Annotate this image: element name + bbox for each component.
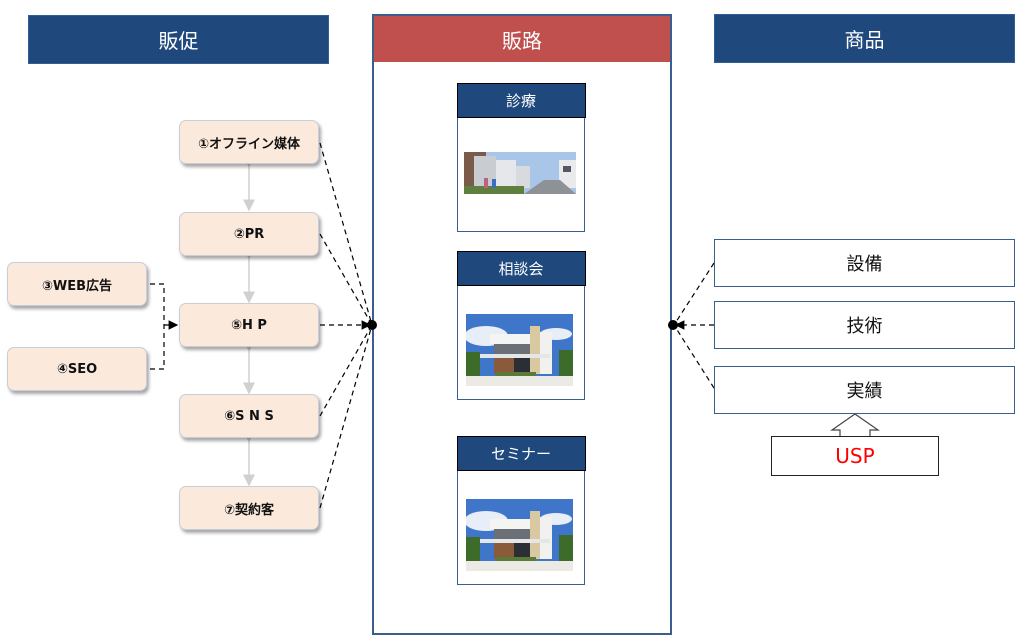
promo-node-seo[interactable]: ④SEO xyxy=(7,347,147,391)
link-seo-hp xyxy=(150,325,165,370)
usp-box[interactable]: USP xyxy=(771,436,939,476)
product-label: 設備 xyxy=(846,254,883,275)
channel-header: 販路 xyxy=(374,16,670,62)
promo-node-web-ad[interactable]: ③WEB広告 xyxy=(7,262,147,306)
link-track-record-channel xyxy=(673,324,715,389)
usp-up-arrow xyxy=(830,413,880,436)
promo-node-label: ②PR xyxy=(233,226,265,242)
channel-title: 診療 xyxy=(456,82,586,118)
product-label: 実績 xyxy=(846,381,883,402)
house-photo xyxy=(466,499,573,571)
link-pr-channel xyxy=(319,233,373,326)
link-webad-hp xyxy=(150,283,165,325)
product-label: 技術 xyxy=(846,316,883,337)
house-photo xyxy=(466,314,573,386)
link-customer-channel xyxy=(319,324,373,509)
product-equipment[interactable]: 設備 xyxy=(714,239,1015,287)
link-sns-channel xyxy=(319,324,373,417)
promo-node-label: ④SEO xyxy=(56,361,98,377)
promo-node-hp[interactable]: ⑤H P xyxy=(179,303,319,347)
promo-node-offline[interactable]: ①オフライン媒体 xyxy=(179,120,319,164)
promo-node-label: ③WEB広告 xyxy=(41,278,113,294)
usp-label: USP xyxy=(835,444,875,468)
promotion-header: 販促 xyxy=(28,15,329,64)
promo-node-label: ⑤H P xyxy=(231,317,267,333)
promo-node-sns[interactable]: ⑥S N S xyxy=(179,394,319,438)
promo-node-label: ⑦契約客 xyxy=(223,502,274,518)
link-offline-channel xyxy=(319,142,373,326)
promo-node-customer[interactable]: ⑦契約客 xyxy=(179,486,319,530)
link-equipment-channel xyxy=(673,262,715,326)
product-header: 商品 xyxy=(714,14,1015,63)
channel-title: セミナー xyxy=(456,435,586,471)
street-photo xyxy=(464,152,576,194)
promo-node-label: ⑥S N S xyxy=(224,408,274,424)
product-technology[interactable]: 技術 xyxy=(714,301,1015,349)
channel-title: 相談会 xyxy=(456,250,586,286)
promo-node-pr[interactable]: ②PR xyxy=(179,212,319,256)
promo-node-label: ①オフライン媒体 xyxy=(197,136,300,152)
product-track-record[interactable]: 実績 xyxy=(714,366,1015,414)
